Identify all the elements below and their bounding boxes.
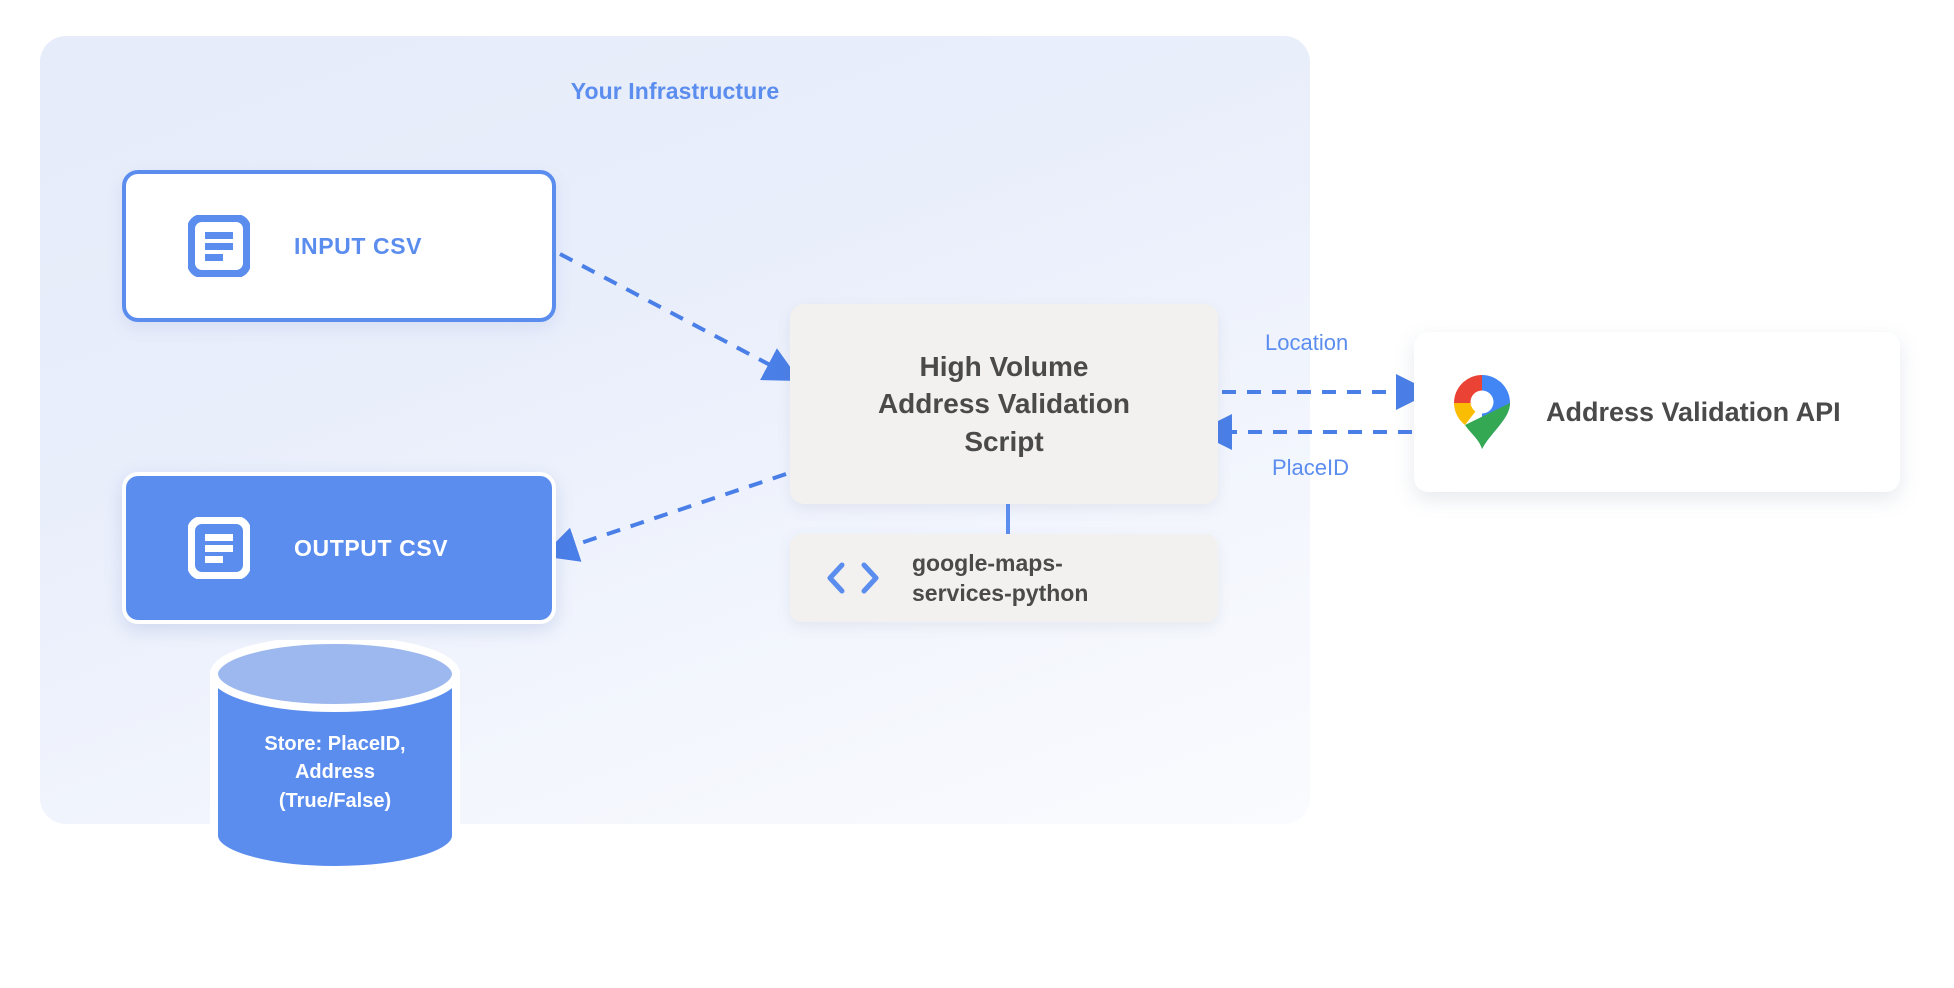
- code-brackets-icon: [827, 562, 879, 594]
- infrastructure-title: Your Infrastructure: [570, 78, 780, 104]
- library-label: google-maps- services-python: [912, 548, 1088, 609]
- output-csv-label: OUTPUT CSV: [294, 534, 449, 561]
- script-line-1: High Volume: [919, 351, 1089, 383]
- edge-label-placeid: PlaceID: [1272, 455, 1350, 480]
- edge-label-location: Location: [1265, 330, 1349, 355]
- script-line-2: Address Validation: [877, 388, 1131, 420]
- input-csv-label: INPUT CSV: [294, 232, 423, 259]
- library-line-2: services-python: [912, 580, 1089, 606]
- api-label: Address Validation API: [1546, 396, 1841, 427]
- document-icon: [188, 517, 250, 579]
- database-cylinder: [210, 640, 460, 870]
- script-label: High Volume Address Validation Script: [878, 348, 1130, 460]
- document-icon: [188, 215, 250, 277]
- script-box[interactable]: High Volume Address Validation Script: [790, 304, 1218, 504]
- input-csv-box[interactable]: INPUT CSV: [122, 170, 556, 322]
- output-csv-box[interactable]: OUTPUT CSV: [122, 472, 556, 624]
- address-validation-api-box[interactable]: Address Validation API: [1414, 332, 1900, 492]
- library-box[interactable]: google-maps- services-python: [790, 534, 1218, 622]
- library-line-1: google-maps-: [912, 549, 1063, 576]
- script-library-connector: [1006, 504, 1010, 534]
- script-line-3: Script: [964, 425, 1044, 457]
- google-maps-pin-icon: [1454, 375, 1510, 449]
